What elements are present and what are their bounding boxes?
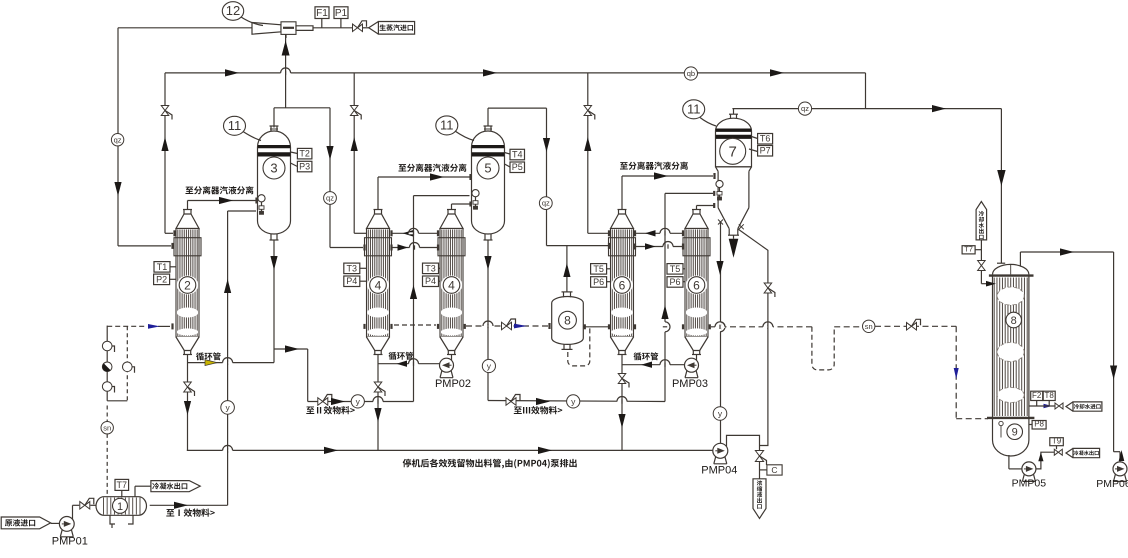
svg-text:2: 2	[184, 278, 191, 292]
svg-text:P5: P5	[512, 162, 523, 172]
svg-text:T8: T8	[1045, 391, 1055, 400]
svg-text:T2: T2	[299, 149, 310, 159]
svg-text:6: 6	[619, 278, 626, 292]
svg-text:3: 3	[270, 161, 277, 176]
svg-text:T4: T4	[512, 150, 523, 160]
svg-text:P2: P2	[156, 274, 167, 284]
svg-text:7: 7	[729, 144, 737, 161]
svg-text:PMP05: PMP05	[1012, 477, 1047, 489]
svg-text:12: 12	[226, 3, 240, 18]
svg-text:11: 11	[440, 118, 454, 133]
svg-text:F2: F2	[1032, 391, 1042, 400]
svg-text:T9: T9	[1052, 436, 1062, 445]
svg-text:T7: T7	[117, 480, 128, 490]
svg-text:T1: T1	[157, 262, 168, 272]
svg-text:11: 11	[687, 102, 701, 117]
svg-text:y: y	[487, 361, 492, 371]
svg-text:PMP04: PMP04	[701, 464, 737, 476]
svg-text:T6: T6	[760, 134, 771, 144]
svg-text:8: 8	[564, 314, 571, 328]
svg-text:4: 4	[448, 278, 455, 292]
svg-text:P6: P6	[669, 277, 680, 287]
svg-text:1: 1	[117, 501, 123, 513]
svg-text:P6: P6	[593, 277, 604, 287]
svg-text:P4: P4	[346, 276, 357, 286]
svg-text:T7: T7	[964, 245, 973, 254]
svg-text:F1: F1	[316, 8, 328, 19]
svg-text:qz: qz	[542, 199, 550, 208]
svg-text:P1: P1	[335, 8, 348, 19]
svg-text:qz: qz	[114, 135, 122, 144]
svg-text:T3: T3	[425, 263, 436, 273]
svg-text:P7: P7	[760, 146, 771, 156]
svg-text:T5: T5	[593, 264, 604, 274]
svg-text:11: 11	[228, 118, 242, 133]
svg-text:sn: sn	[865, 322, 873, 331]
svg-text:PMP01: PMP01	[52, 535, 88, 547]
svg-text:qb: qb	[687, 69, 695, 78]
svg-text:P4: P4	[425, 276, 436, 286]
svg-text:5: 5	[484, 161, 491, 176]
svg-text:PMP03: PMP03	[672, 378, 708, 390]
svg-text:y: y	[356, 396, 361, 406]
svg-text:PMP06: PMP06	[1096, 478, 1128, 490]
svg-text:sn: sn	[103, 423, 111, 432]
svg-text:9: 9	[1012, 427, 1018, 439]
svg-text:6: 6	[693, 278, 700, 292]
svg-text:y: y	[571, 396, 576, 406]
svg-text:P8: P8	[1034, 420, 1044, 429]
svg-text:y: y	[225, 402, 230, 412]
svg-text:4: 4	[375, 278, 382, 292]
svg-text:qz: qz	[801, 104, 809, 113]
svg-text:y: y	[718, 408, 723, 418]
svg-text:qz: qz	[326, 194, 334, 203]
svg-text:C: C	[771, 465, 777, 475]
svg-text:T5: T5	[670, 264, 681, 274]
svg-text:8: 8	[1011, 315, 1017, 327]
svg-text:PMP02: PMP02	[435, 378, 471, 390]
svg-text:T3: T3	[347, 263, 358, 273]
svg-text:P3: P3	[299, 162, 310, 172]
